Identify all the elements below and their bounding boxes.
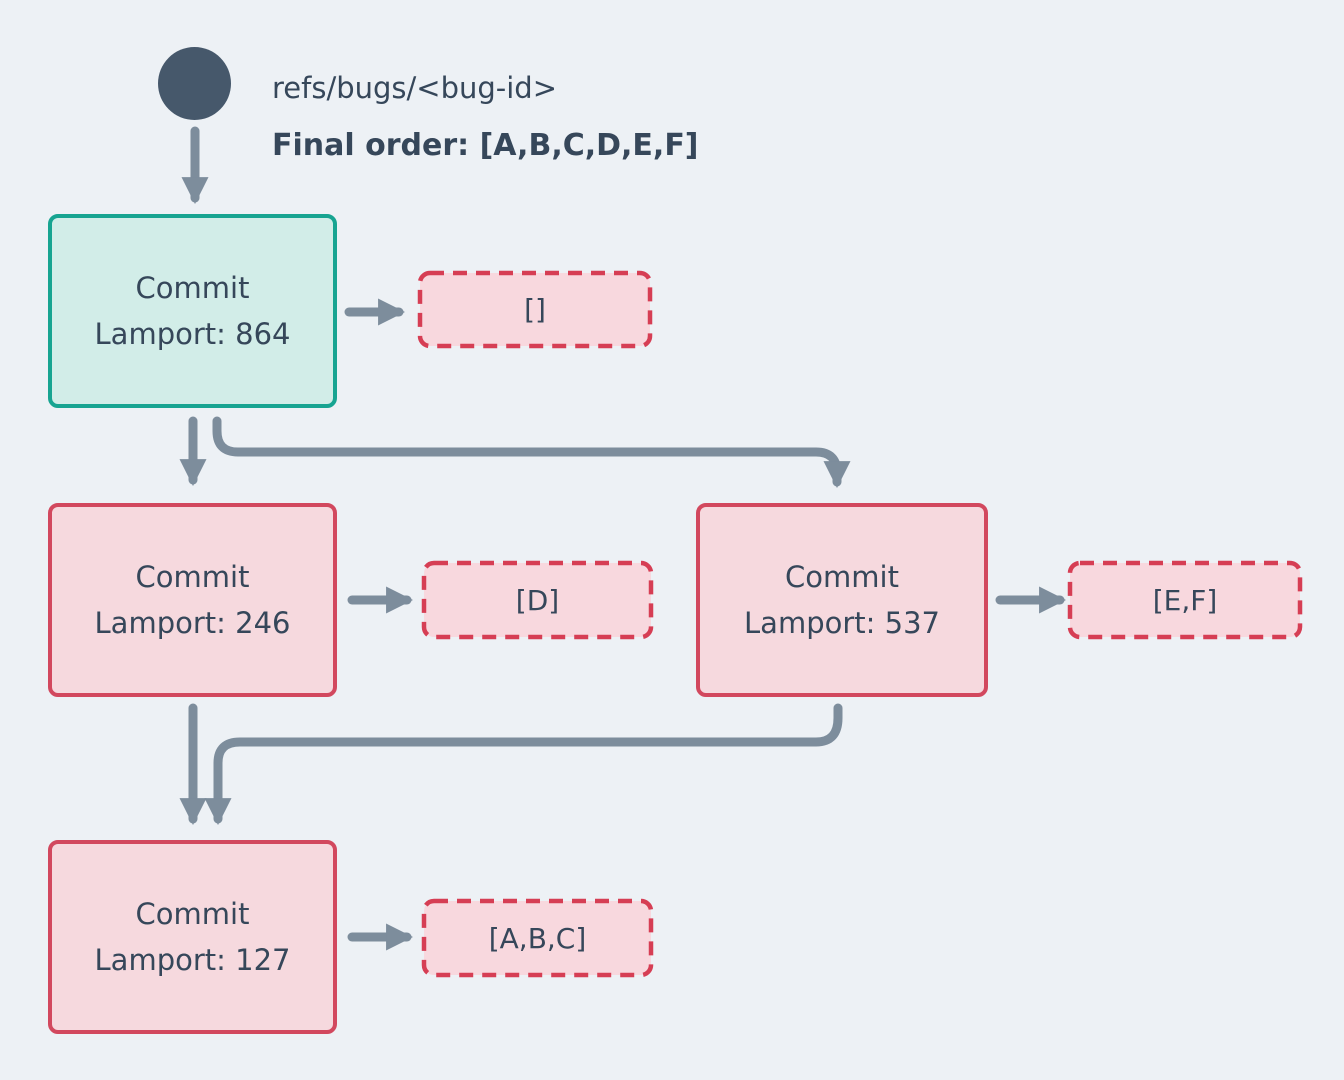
payload-rect-left	[421, 560, 654, 640]
commit-title: Commit	[135, 270, 250, 305]
payload-rect-root	[417, 270, 653, 349]
ref-label: refs/bugs/<bug-id>	[272, 71, 558, 105]
payload-box-d: [D]	[515, 583, 560, 617]
commit-title: Commit	[135, 896, 250, 931]
commit-title: Commit	[785, 559, 899, 594]
edge-root-to-right	[212, 416, 851, 489]
payload-box-abc: [A,B,C]	[488, 921, 587, 955]
commit-node-537: Commit Lamport: 537	[696, 503, 988, 697]
commit-title: Commit	[135, 559, 250, 594]
commit-node-127: Commit Lamport: 127	[48, 840, 337, 1034]
final-order-label: Final order: [A,B,C,D,E,F]	[272, 128, 699, 163]
lamport-label: Lamport: 864	[94, 316, 291, 351]
lamport-label: Lamport: 246	[94, 605, 291, 640]
lamport-label: Lamport: 127	[94, 942, 291, 977]
payload-rect-right	[1067, 560, 1303, 640]
ref-circle	[158, 47, 231, 120]
commit-node-246: Commit Lamport: 246	[48, 503, 337, 697]
commit-node-864: Commit Lamport: 864	[48, 214, 337, 408]
payload-rect-merge	[421, 898, 654, 978]
edge-right-to-merge	[204, 703, 843, 826]
payload-box-empty: []	[524, 293, 546, 326]
lamport-label: Lamport: 537	[744, 605, 940, 640]
payload-box-ef: [E,F]	[1152, 583, 1218, 617]
